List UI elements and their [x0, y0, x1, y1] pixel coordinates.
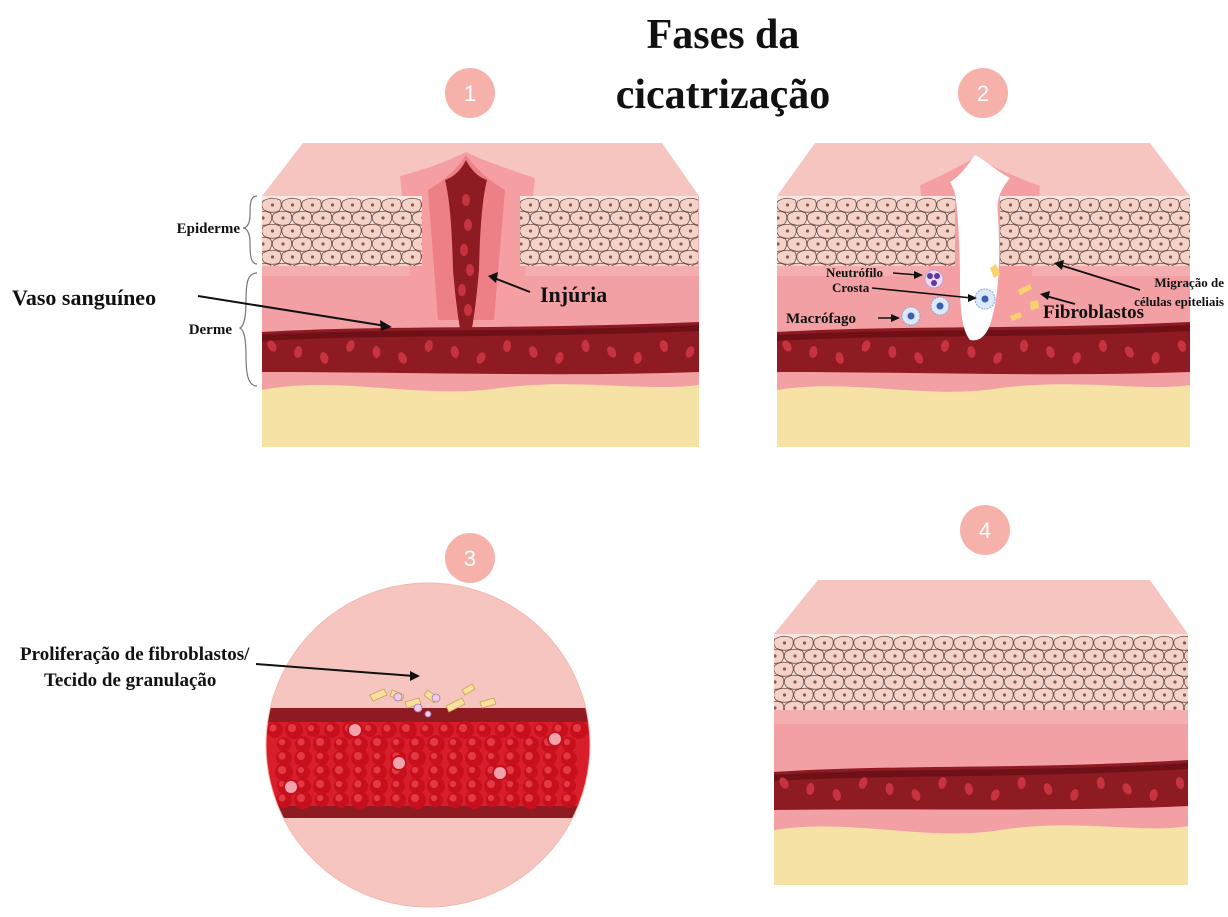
epidermis-cells-right — [500, 196, 730, 277]
skin-surface — [774, 580, 1188, 634]
fat-layer — [262, 384, 699, 447]
vaso-label: Vaso sanguíneo — [12, 285, 156, 310]
epiderme-bracket — [243, 196, 257, 264]
migracao-label-2: células epiteliais — [1134, 294, 1224, 309]
fat-layer — [774, 825, 1188, 885]
neutrophil — [925, 270, 943, 288]
migracao-label-1: Migração de — [1154, 275, 1224, 290]
derme-bracket — [240, 273, 257, 386]
proliferacao-label-1: Proliferação de fibroblastos/ — [20, 644, 250, 665]
injuria-label: Injúria — [540, 282, 607, 307]
neutrofilo-label: Neutrófilo — [826, 265, 883, 280]
phase-number-3: 3 — [464, 546, 476, 571]
phase-number-4: 4 — [979, 518, 991, 543]
fat-layer — [777, 384, 1190, 447]
panel-3: 3 Proliferação de fibroblastos/ Tecido d… — [20, 533, 600, 907]
panel-4: 4 — [754, 505, 1224, 885]
phase-number-1: 1 — [464, 81, 476, 106]
epidermis-cells-right — [980, 196, 1228, 277]
epiderme-label: Epiderme — [177, 221, 241, 237]
derme-label: Derme — [189, 322, 233, 338]
title-line-1: Fases da — [647, 12, 800, 58]
macrofago-label: Macrófago — [786, 311, 856, 327]
fibroblastos-label: Fibroblastos — [1043, 302, 1144, 323]
panel-1: 1 Epiderme Derme — [12, 68, 730, 447]
epidermis-cells — [754, 634, 1224, 715]
panel-2: 2 — [757, 68, 1228, 447]
proliferacao-label-2: Tecido de granulação — [44, 670, 216, 691]
title-line-2: cicatrização — [616, 72, 831, 118]
crosta-label: Crosta — [832, 280, 870, 295]
phase-number-2: 2 — [977, 81, 989, 106]
